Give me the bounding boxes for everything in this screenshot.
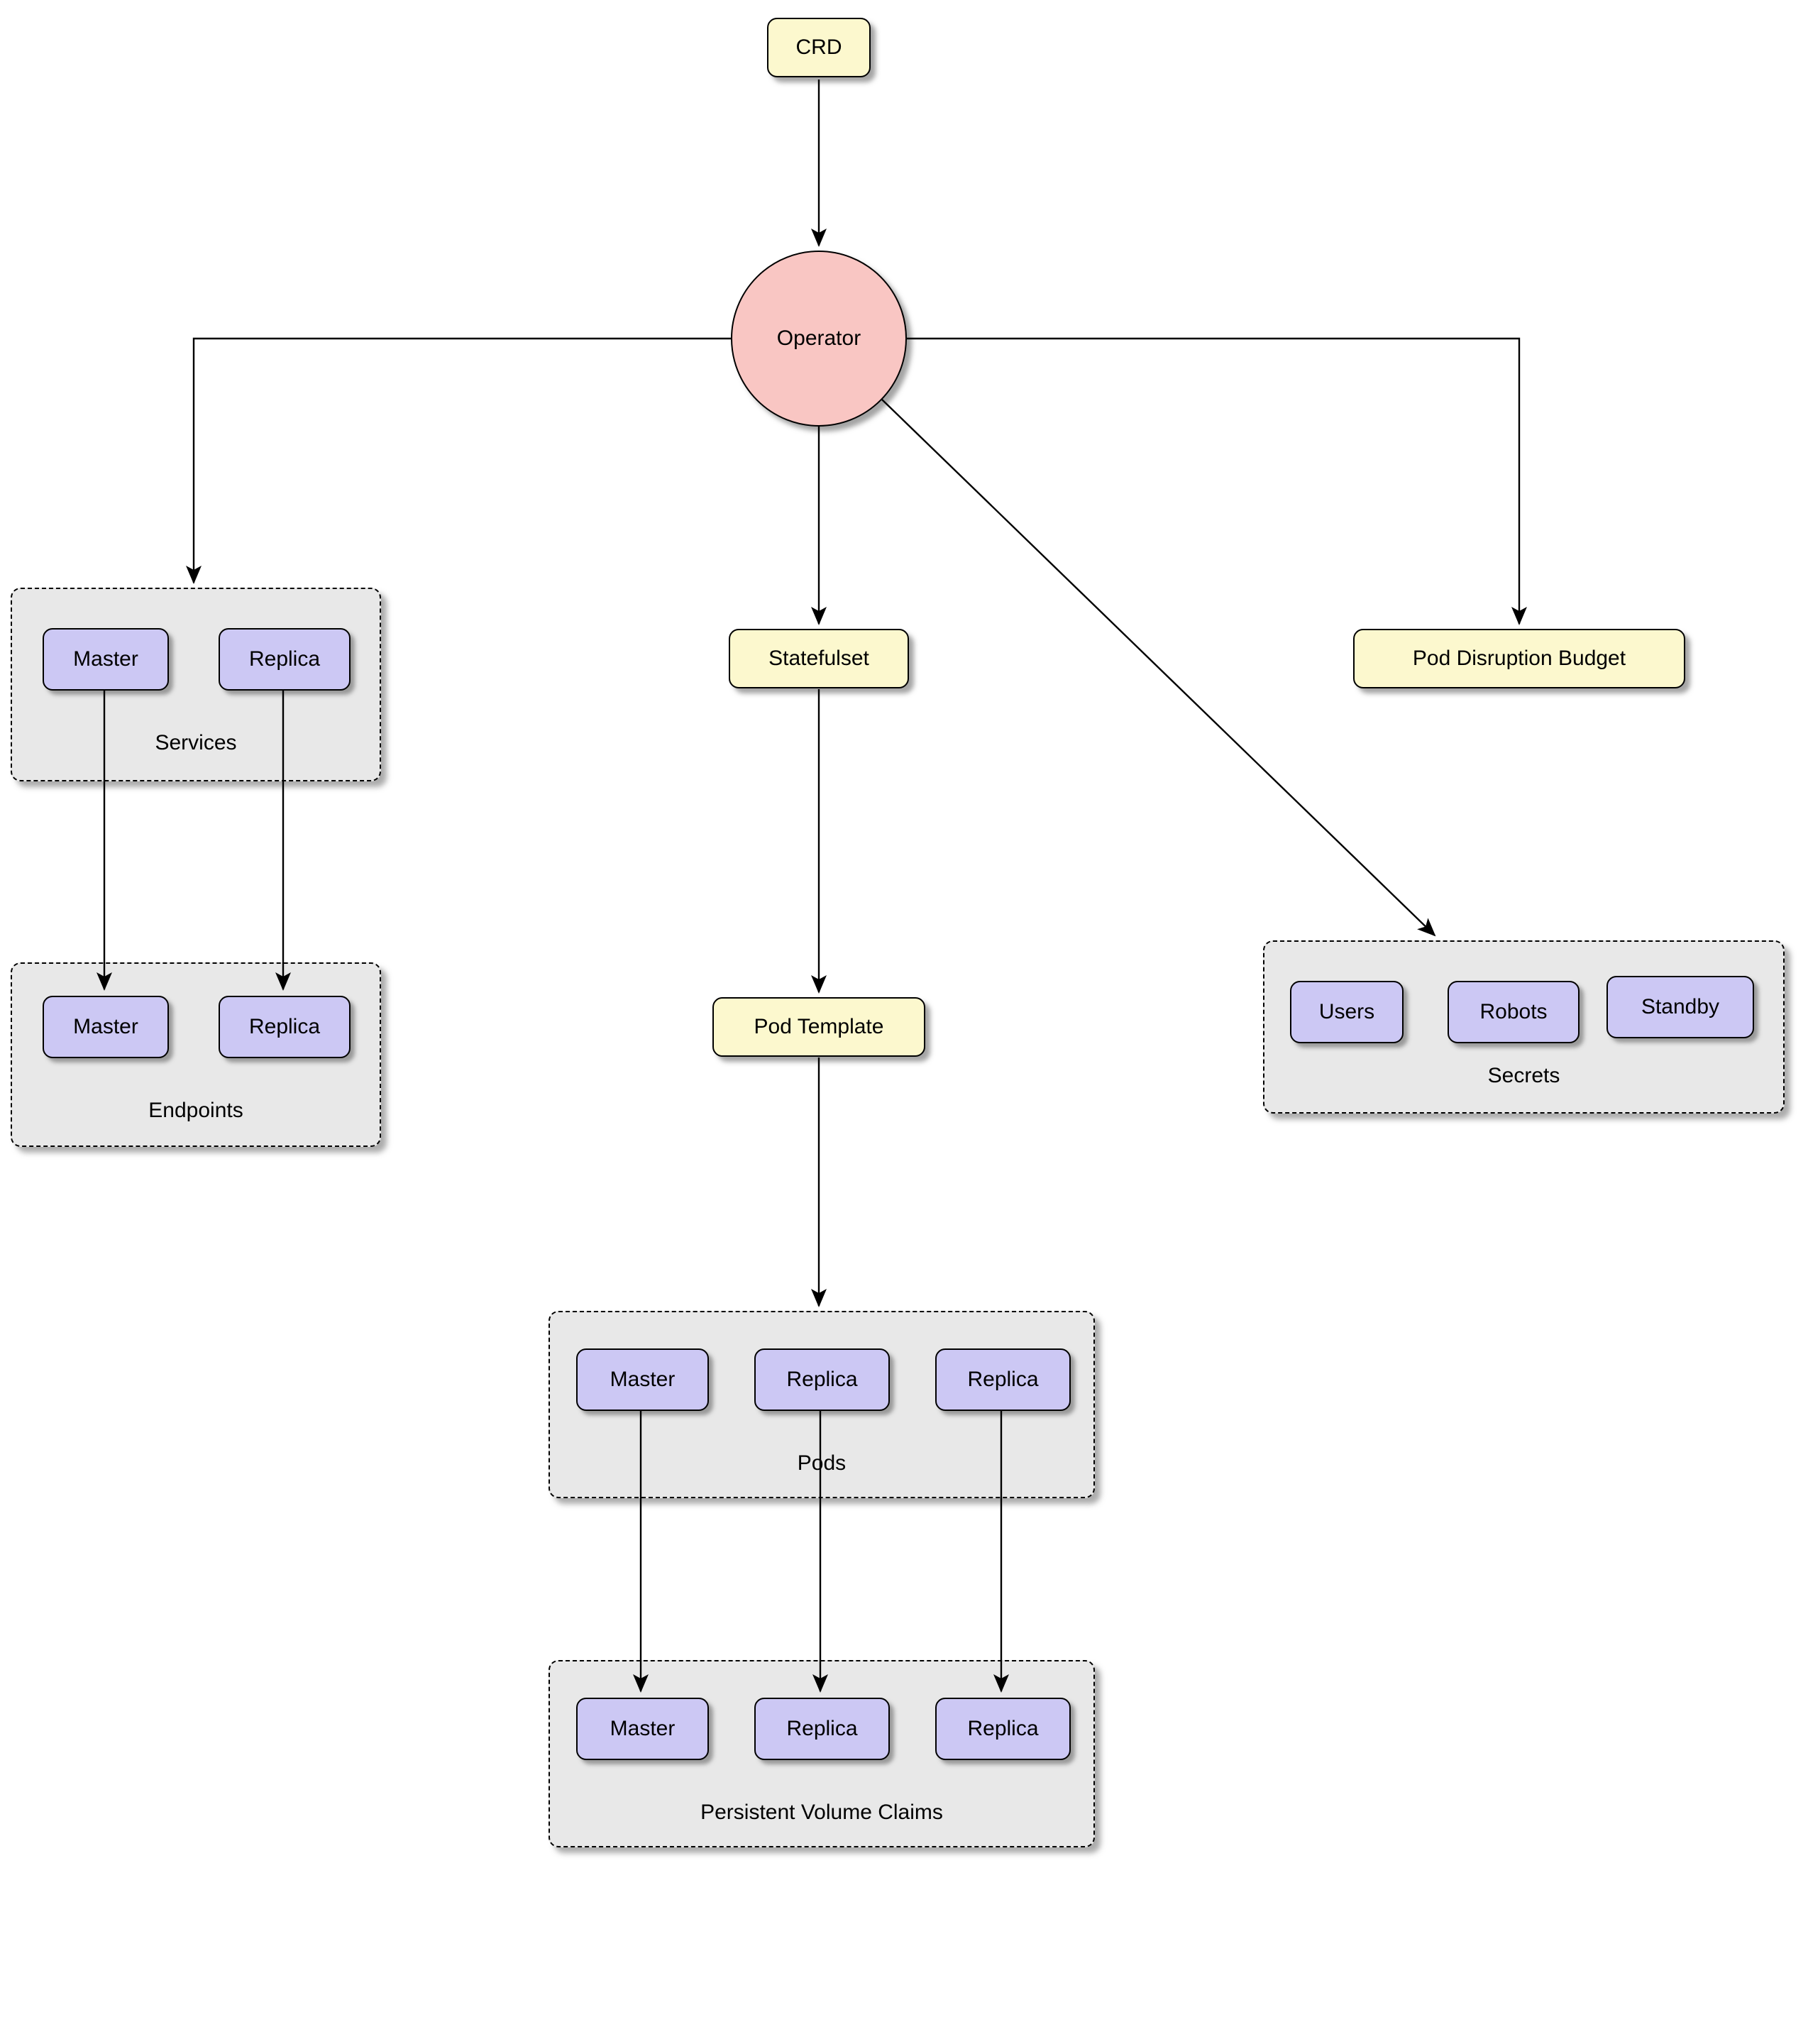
endpoints-replica-node: Replica bbox=[219, 996, 351, 1058]
pods-replica1-node: Replica bbox=[754, 1348, 890, 1411]
group-pods: Master Replica Replica Pods bbox=[549, 1311, 1095, 1498]
pods-master-node: Master bbox=[576, 1348, 709, 1411]
node-statefulset: Statefulset bbox=[729, 629, 909, 688]
group-secrets: Users Robots Standby Secrets bbox=[1263, 940, 1785, 1114]
pvc-replica1-node: Replica bbox=[754, 1698, 890, 1760]
edge-operator-to-services bbox=[186, 337, 731, 584]
edge-operator-to-pod-disruption-budget bbox=[907, 337, 1527, 625]
group-persistent-volume-claims: Master Replica Replica Persistent Volume… bbox=[549, 1660, 1095, 1847]
pvc-group-label: Persistent Volume Claims bbox=[700, 1801, 943, 1824]
edge-operator-to-secrets bbox=[881, 399, 1436, 937]
services-replica-node: Replica bbox=[219, 628, 351, 691]
pvc-master-node: Master bbox=[576, 1698, 709, 1760]
pvc-replica2-node: Replica bbox=[935, 1698, 1071, 1760]
node-operator: Operator bbox=[731, 251, 907, 427]
secrets-group-label: Secrets bbox=[1487, 1064, 1560, 1087]
node-crd: CRD bbox=[767, 18, 871, 77]
services-master-node: Master bbox=[43, 628, 169, 691]
endpoints-group-label: Endpoints bbox=[148, 1099, 243, 1122]
endpoints-master-node: Master bbox=[43, 996, 169, 1058]
secrets-robots-node: Robots bbox=[1448, 981, 1580, 1043]
group-endpoints: Master Replica Endpoints bbox=[11, 962, 381, 1147]
services-group-label: Services bbox=[155, 731, 237, 754]
group-services: Master Replica Services bbox=[11, 588, 381, 781]
node-pod-template: Pod Template bbox=[712, 997, 925, 1057]
pods-group-label: Pods bbox=[797, 1451, 847, 1475]
secrets-users-node: Users bbox=[1290, 981, 1404, 1043]
secrets-standby-node: Standby bbox=[1606, 976, 1754, 1038]
node-pod-disruption-budget: Pod Disruption Budget bbox=[1353, 629, 1685, 688]
pods-replica2-node: Replica bbox=[935, 1348, 1071, 1411]
